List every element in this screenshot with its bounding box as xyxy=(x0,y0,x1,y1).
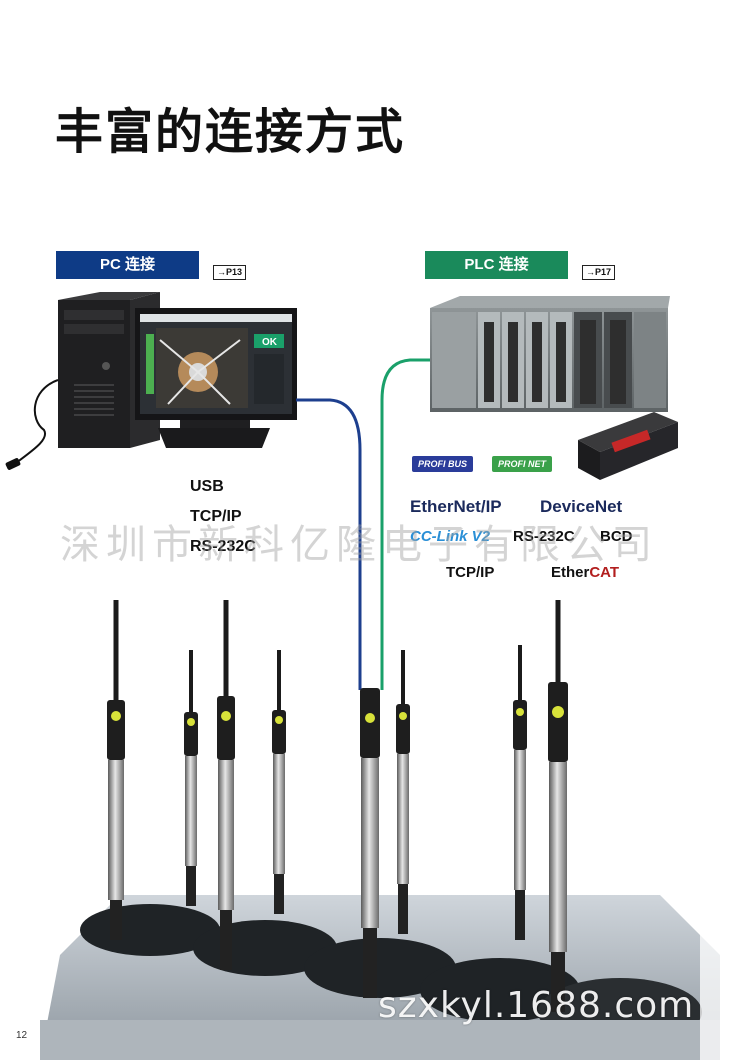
pc-interface-usb: USB xyxy=(190,478,224,495)
ethercat-suffix: CAT xyxy=(589,564,620,581)
probe xyxy=(513,645,527,940)
ethercat-prefix: Ether xyxy=(551,564,590,581)
sensor-amplifier xyxy=(578,412,678,480)
site-watermark: szxkyl.1688.com xyxy=(378,985,695,1026)
company-watermark: 深圳市新科亿隆电子有限公司 xyxy=(60,522,658,568)
probe xyxy=(548,600,568,1012)
plc-connection-tab: PLC 连接 xyxy=(425,251,568,279)
engine-block xyxy=(40,895,720,1060)
pc-cable xyxy=(296,398,362,690)
plc-page-ref: →P17 xyxy=(582,265,616,280)
probe xyxy=(217,600,235,970)
probe xyxy=(396,650,410,934)
cclink-label: CC-Link V2 xyxy=(410,528,491,545)
plc-tcpip-label: TCP/IP xyxy=(446,564,495,581)
probe xyxy=(107,600,125,940)
ethercat-label: EtherCAT xyxy=(551,564,619,581)
pc-page-ref: →P13 xyxy=(213,265,247,280)
profinet-logo: PROFI NET xyxy=(492,456,553,472)
usb-cable xyxy=(11,379,59,467)
probe xyxy=(184,650,198,906)
probe-group xyxy=(107,600,568,1012)
plc-bcd-label: BCD xyxy=(600,528,633,545)
probe xyxy=(360,688,380,998)
plc-cable xyxy=(380,358,430,690)
devicenet-label: DeviceNet xyxy=(540,497,623,516)
page-title: 丰富的连接方式 xyxy=(55,104,406,160)
ethernetip-label: EtherNet/IP xyxy=(410,497,502,516)
plc-rack xyxy=(430,296,670,412)
probe xyxy=(272,650,286,914)
pc-interface-tcpip: TCP/IP xyxy=(190,508,242,525)
pc-interface-rs232c: RS-232C xyxy=(190,538,256,555)
profibus-logo: PROFI BUS xyxy=(412,456,474,472)
plc-rs232c-label: RS-232C xyxy=(513,528,575,545)
pc-monitor xyxy=(135,308,297,448)
pc-connection-tab: PC 连接 xyxy=(56,251,199,279)
screen-ok-badge: OK xyxy=(262,337,278,348)
page-number: 12 xyxy=(16,1030,28,1041)
